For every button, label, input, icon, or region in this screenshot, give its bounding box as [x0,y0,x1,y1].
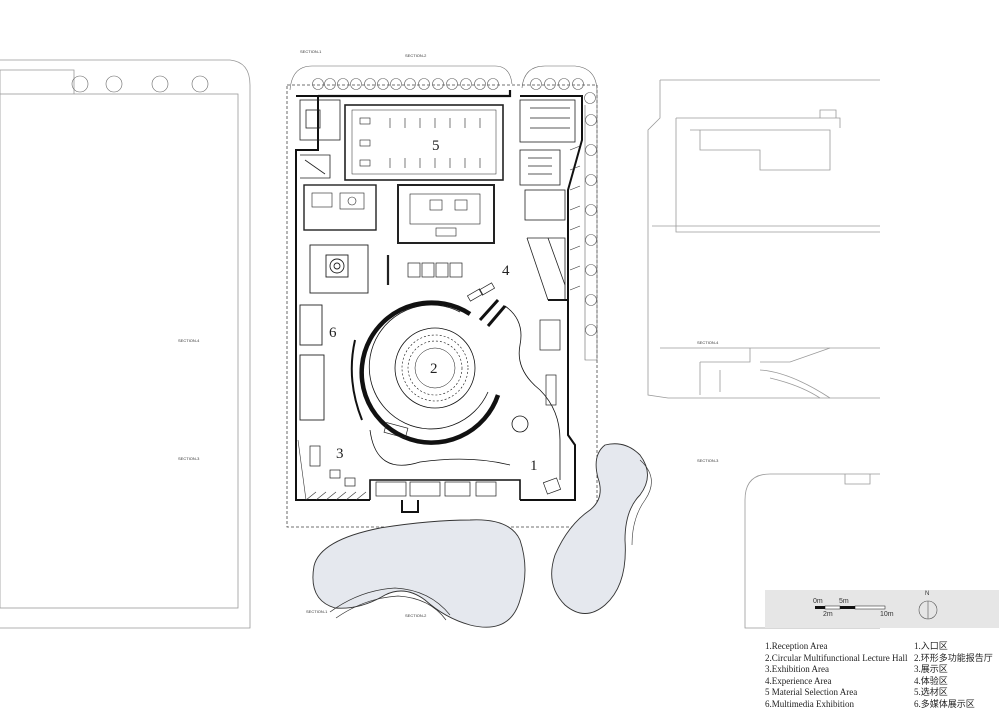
scale-label-2: 2m [823,611,833,618]
scale-segment [815,606,825,609]
lecture-hall [350,298,561,480]
area-number-1: 1 [530,458,538,474]
section-label-bottom-1: SECTION-1 [306,609,328,614]
left-fins [297,439,367,501]
legend-english: 1.Reception Area 2.Circular Multifunctio… [765,641,907,711]
legend-item-en: 3.Exhibition Area [765,664,829,675]
scale-segment [854,605,886,610]
area-number-6: 6 [329,325,337,341]
area-numbers: 1 2 3 4 5 6 [329,138,538,474]
scale-bar [815,600,938,620]
legend-item-en: 4.Experience Area [765,675,832,686]
lower-right-building [744,473,880,629]
exhibition-furniture [309,374,562,497]
legend-item-zh: 3.展示区 [914,664,948,675]
area-number-2: 2 [430,361,438,377]
area-number-3: 3 [336,446,344,462]
area-number-5: 5 [432,138,440,154]
scale-label-5: 5m [839,598,849,605]
legend-item-zh: 5.选材区 [914,687,948,698]
service-rooms-right [519,99,576,301]
legend-item-en: 1.Reception Area [765,641,828,651]
scale-bar-panel: 0m 5m 2m 10m N [765,590,999,628]
section-label-left-4: SECTION-4 [178,338,200,343]
section-label-left-3: SECTION-3 [178,456,200,461]
north-label: N [925,591,930,597]
scale-label-0: 0m [813,598,823,605]
legend-chinese: 1.入口区 2.环形多功能报告厅 3.展示区 4.体验区 5.选材区 6.多媒体… [914,641,993,711]
legend-item-en: 2.Circular Multifunctional Lecture Hall [765,652,908,663]
scale-label-10: 10m [880,611,894,618]
meeting-rooms [303,184,495,244]
planting [71,65,598,361]
scale-segment [840,606,855,609]
legend-item-zh: 2.环形多功能报告厅 [914,652,993,663]
room-material-selection [344,104,504,181]
section-label-bottom-2: SECTION-2 [405,613,427,618]
service-rooms-left [299,99,341,179]
legend: 1.Reception Area 2.Circular Multifunctio… [763,641,999,709]
legend-item-zh: 4.体验区 [914,675,948,686]
legend-item-zh: 1.入口区 [914,641,948,651]
area-number-4: 4 [502,263,510,279]
legend-item-en: 6.Multimedia Exhibition [765,698,854,709]
section-label-top-right: SECTION-2 [405,53,427,58]
scale-segment [824,605,841,610]
section-labels: SECTION-1 SECTION-2 SECTION-4 SECTION-3 … [178,49,719,618]
legend-item-zh: 6.多媒体展示区 [914,698,975,709]
section-label-right-3: SECTION-3 [697,458,719,463]
section-label-right-4: SECTION-4 [697,340,719,345]
right-building [647,79,880,399]
legend-item-en: 5 Material Selection Area [765,687,858,698]
experience-furniture [407,262,561,351]
left-building [0,59,251,629]
section-label-top-left: SECTION-1 [300,49,322,54]
right-fins [569,145,581,291]
ponds [312,443,652,628]
left-rooms [299,244,390,421]
